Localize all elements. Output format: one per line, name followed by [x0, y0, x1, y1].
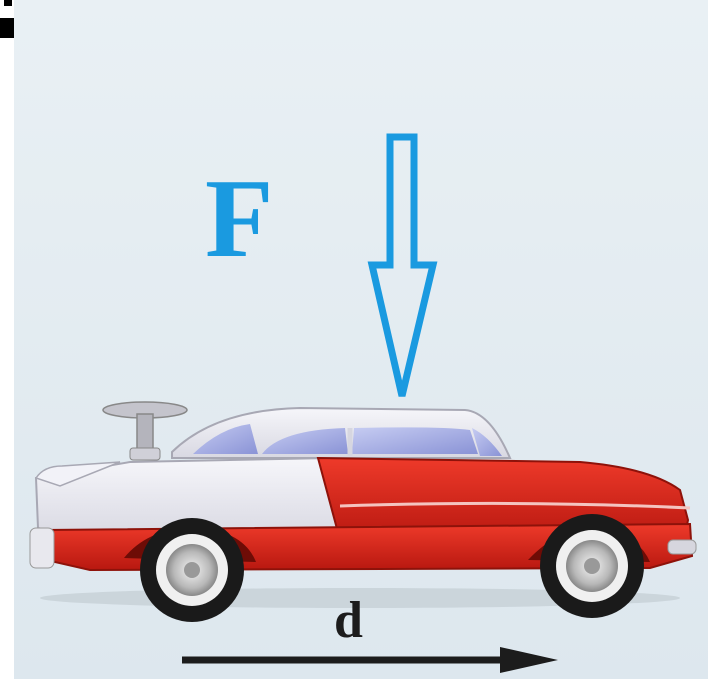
- force-arrow-icon: [367, 133, 438, 397]
- rear-wheel-icon: [124, 518, 256, 622]
- corner-artifact-mark: [4, 0, 12, 6]
- displacement-label: d: [334, 592, 363, 649]
- displacement-arrow-icon: [182, 647, 558, 673]
- car-icon: [29, 401, 697, 622]
- front-wheel-icon: [528, 514, 650, 618]
- force-label: F: [205, 157, 274, 281]
- engine-scoop-icon: [102, 401, 188, 461]
- corner-artifact-block: [0, 18, 14, 38]
